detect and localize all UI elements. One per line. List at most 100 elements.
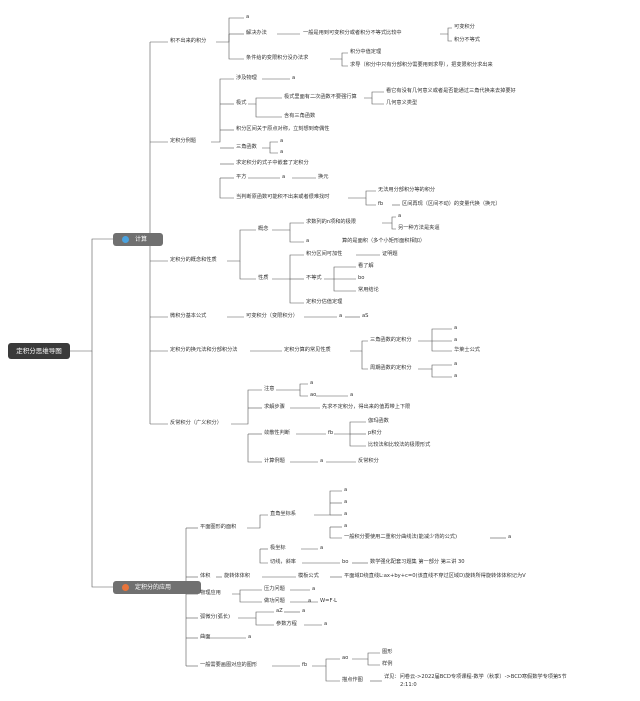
- node-calc-examples[interactable]: 计算例题: [264, 458, 285, 464]
- node-convergence[interactable]: 敛散性判断: [264, 430, 290, 436]
- branch-arc-length[interactable]: 弧微分(弧长): [200, 614, 230, 620]
- leaf[interactable]: a: [454, 373, 458, 379]
- node-square[interactable]: 平方: [236, 174, 247, 180]
- leaf[interactable]: 定积分估值定理: [306, 299, 343, 305]
- leaf[interactable]: a: [350, 392, 354, 398]
- leaf[interactable]: a: [302, 608, 306, 614]
- leaf[interactable]: 换元: [318, 174, 329, 180]
- leaf[interactable]: 常用结论: [358, 287, 379, 293]
- node-az[interactable]: aZ: [276, 608, 283, 614]
- node-method[interactable]: 解决办法: [246, 30, 267, 36]
- leaf[interactable]: 样例: [382, 661, 393, 667]
- leaf[interactable]: a: [320, 458, 324, 464]
- leaf[interactable]: a: [292, 75, 296, 81]
- leaf[interactable]: 积分中值定理: [350, 49, 382, 55]
- root-node[interactable]: 定积分思维导图: [8, 343, 70, 359]
- leaf[interactable]: p积分: [368, 430, 382, 436]
- leaf[interactable]: 求导（积分中只有分部积分需要用到求导），把变限积分求出来: [350, 62, 493, 68]
- leaf[interactable]: a: [344, 511, 348, 517]
- leaf[interactable]: 积分不等式: [454, 37, 480, 43]
- leaf[interactable]: 2:11:0: [400, 682, 417, 688]
- node-ao[interactable]: ao: [342, 655, 349, 661]
- leaf[interactable]: a: [344, 523, 348, 529]
- node-fb[interactable]: fb: [302, 662, 308, 668]
- node-pressure[interactable]: 压力问题: [264, 586, 285, 592]
- leaf[interactable]: a: [454, 361, 458, 367]
- node-trig[interactable]: 三角函数: [236, 144, 257, 150]
- leaf[interactable]: 比较法和比较法的极限形式: [368, 442, 431, 448]
- leaf[interactable]: 区间再现（区间不动）的变量代换（换元）: [402, 201, 501, 207]
- leaf[interactable]: a: [310, 380, 314, 386]
- branch-physics[interactable]: 物理应用: [200, 590, 221, 596]
- branch-improper[interactable]: 反常积分（广义积分）: [170, 420, 222, 426]
- leaf[interactable]: aS: [362, 313, 369, 319]
- leaf[interactable]: a: [282, 174, 286, 180]
- main-node-application[interactable]: 定积分的应用: [113, 581, 201, 594]
- leaf[interactable]: a: [280, 138, 284, 144]
- branch-surface[interactable]: 曲面: [200, 634, 211, 640]
- leaf[interactable]: 详见：问卷云->2022届BCD专项课程-数学（秋季）->BCD寒假数学专项第5…: [384, 674, 567, 680]
- leaf[interactable]: 一般是用到可变积分或者积分不等式比较中: [303, 30, 402, 36]
- leaf[interactable]: a: [308, 598, 312, 604]
- leaf[interactable]: a: [398, 213, 402, 219]
- leaf[interactable]: 积分区间可加性: [306, 251, 343, 257]
- branch-volume[interactable]: 体积: [200, 573, 211, 579]
- leaf[interactable]: 华莱士公式: [454, 347, 480, 353]
- node-rect-coords[interactable]: 直角坐标系: [270, 511, 296, 517]
- node-slope[interactable]: 切线，斜率: [270, 559, 296, 565]
- leaf[interactable]: 无法用分部积分等的积分: [378, 187, 436, 193]
- leaf[interactable]: fb: [328, 430, 334, 436]
- leaf[interactable]: 含有三角函数: [284, 113, 316, 119]
- leaf[interactable]: bo: [342, 559, 349, 565]
- leaf[interactable]: 极式里面有二次函数不要强行算: [284, 94, 357, 100]
- main-node-calculation[interactable]: 计算: [113, 233, 163, 246]
- leaf[interactable]: a: [306, 238, 310, 244]
- node-steps[interactable]: 求解步骤: [264, 404, 285, 410]
- node-substitution[interactable]: 当判断原函数可能积不出来或者很难找时: [236, 194, 330, 200]
- leaf[interactable]: 伽玛函数: [368, 418, 389, 424]
- node-property[interactable]: 性质: [258, 275, 269, 281]
- leaf[interactable]: 看了解: [358, 263, 374, 269]
- leaf[interactable]: 数学强化配套习题集 第一部分 第三讲 30: [370, 559, 465, 565]
- leaf[interactable]: 平面域D绕直线L:ax+by+c=0(该直线不穿过区域D)旋转所得旋转体体积记为…: [344, 573, 526, 579]
- leaf[interactable]: 证明题: [382, 251, 398, 257]
- leaf[interactable]: 几何意义类型: [386, 100, 418, 106]
- node-parametric[interactable]: 参数方程: [276, 621, 297, 627]
- leaf[interactable]: a: [246, 14, 250, 20]
- leaf[interactable]: a: [454, 325, 458, 331]
- node-symmetry[interactable]: 积分区间关于原点对称，立刻想到奇偶性: [236, 126, 330, 132]
- leaf[interactable]: ao: [310, 392, 317, 398]
- branch-examples[interactable]: 定积分例题: [170, 138, 196, 144]
- branch-non-integrable[interactable]: 积不出来的积分: [170, 38, 207, 44]
- leaf[interactable]: 定积分算的常见性质: [284, 347, 331, 353]
- node-condition[interactable]: 条件给的变限积分没办法求: [246, 55, 309, 61]
- node-polar[interactable]: 极坐标: [270, 545, 286, 551]
- leaf[interactable]: a: [324, 621, 328, 627]
- node-nested[interactable]: 求定积分的式子中嵌套了定积分: [236, 160, 309, 166]
- leaf[interactable]: a: [280, 149, 284, 155]
- leaf[interactable]: a: [339, 313, 343, 319]
- leaf[interactable]: 图形: [382, 649, 393, 655]
- leaf[interactable]: 先求不定积分，得出来的值再带上下限: [322, 404, 411, 410]
- node-physics[interactable]: 涉及物理: [236, 75, 257, 81]
- node-plot-points[interactable]: 描点作图: [342, 677, 363, 683]
- node-work[interactable]: 做功问题: [264, 598, 285, 604]
- leaf[interactable]: 周期函数的定积分: [370, 365, 412, 371]
- leaf[interactable]: a: [320, 545, 324, 551]
- node-note[interactable]: 注意: [264, 386, 275, 392]
- leaf[interactable]: a: [248, 634, 252, 640]
- leaf[interactable]: a: [508, 534, 512, 540]
- node-concept[interactable]: 概念: [258, 226, 269, 232]
- branch-concept[interactable]: 定积分的概念和性质: [170, 257, 217, 263]
- node-limit[interactable]: 极式: [236, 100, 247, 106]
- leaf[interactable]: 可变积分: [454, 24, 475, 30]
- leaf[interactable]: 三角函数的定积分: [370, 337, 412, 343]
- leaf[interactable]: bo: [358, 275, 365, 281]
- leaf[interactable]: a: [312, 586, 316, 592]
- leaf[interactable]: 反常积分: [358, 458, 379, 464]
- branch-substitution-parts[interactable]: 定积分的换元法和分部积分法: [170, 347, 238, 353]
- leaf[interactable]: 求数列的n项和的极限: [306, 219, 356, 225]
- leaf[interactable]: 算的是面积（多个小矩形面积相加）: [342, 238, 426, 244]
- leaf[interactable]: a: [454, 337, 458, 343]
- leaf[interactable]: a: [344, 487, 348, 493]
